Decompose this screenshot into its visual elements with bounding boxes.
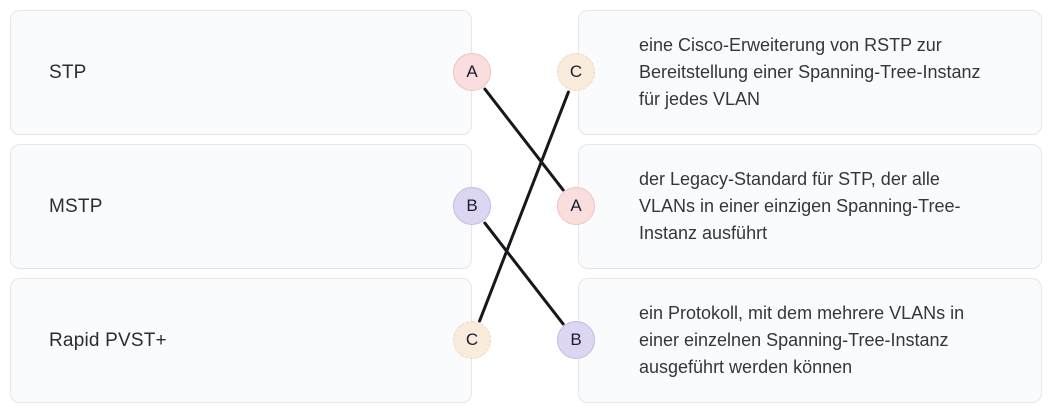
match-badge-right-a[interactable]: A [557, 187, 595, 225]
right-item-card-1[interactable]: eine Cisco-Erweiterung von RSTP zur Bere… [578, 10, 1042, 135]
right-item-text: eine Cisco-Erweiterung von RSTP zur Bere… [639, 35, 981, 109]
left-item-label: STP [49, 61, 87, 83]
match-badge-right-b[interactable]: B [557, 321, 595, 359]
left-item-card-stp[interactable]: STP [10, 10, 472, 135]
right-item-text: der Legacy-Standard für STP, der alle VL… [639, 169, 961, 243]
left-item-label: MSTP [49, 195, 103, 217]
left-item-card-mstp[interactable]: MSTP [10, 144, 472, 269]
match-line-c [478, 90, 570, 323]
match-badge-left-a[interactable]: A [453, 53, 491, 91]
right-item-text: ein Protokoll, mit dem mehrere VLANs in … [639, 303, 965, 377]
match-badge-left-b[interactable]: B [453, 187, 491, 225]
right-item-card-2[interactable]: der Legacy-Standard für STP, der alle VL… [578, 144, 1042, 269]
left-item-label: Rapid PVST+ [49, 329, 167, 351]
right-item-card-3[interactable]: ein Protokoll, mit dem mehrere VLANs in … [578, 278, 1042, 403]
match-line-a [483, 87, 565, 192]
left-item-card-rapid-pvst[interactable]: Rapid PVST+ [10, 278, 472, 403]
match-line-b [483, 221, 565, 326]
match-badge-right-c[interactable]: C [557, 53, 595, 91]
match-badge-left-c[interactable]: C [453, 321, 491, 359]
